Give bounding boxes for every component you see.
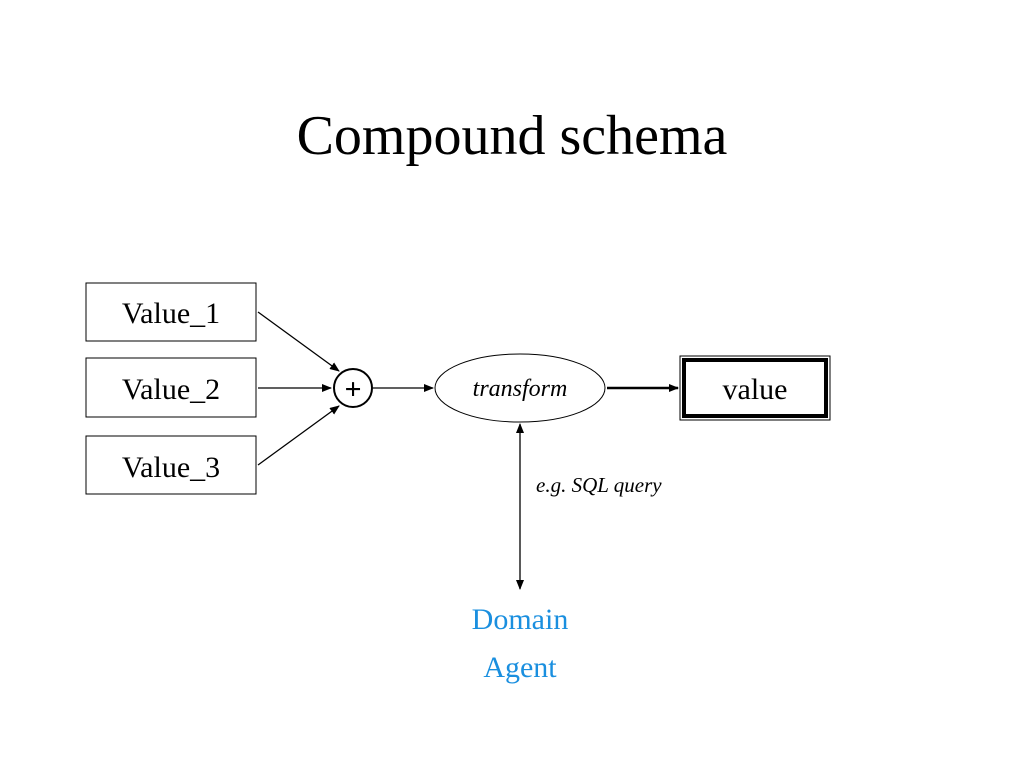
arrow-input-1-to-combiner: [257, 311, 340, 372]
input-box-3-label: Value_3: [122, 451, 220, 484]
input-box-1-label: Value_1: [122, 297, 220, 330]
note-label: e.g. SQL query: [536, 473, 662, 497]
transform-label: transform: [473, 376, 568, 402]
input-box-3: Value_3: [85, 435, 257, 495]
input-box-1: Value_1: [85, 282, 257, 342]
plus-icon: +: [344, 373, 361, 406]
domain-agent-line-2: Agent: [483, 651, 557, 684]
input-box-2: Value_2: [85, 357, 257, 418]
input-box-2-label: Value_2: [122, 373, 220, 406]
output-label: value: [723, 373, 788, 406]
output-box: value: [679, 355, 831, 421]
arrow-input-3-to-combiner: [257, 405, 340, 466]
slide-title: Compound schema: [296, 105, 728, 167]
combiner-node: +: [333, 368, 373, 408]
domain-agent-line-1: Domain: [472, 603, 569, 636]
transform-node: transform: [434, 353, 606, 423]
